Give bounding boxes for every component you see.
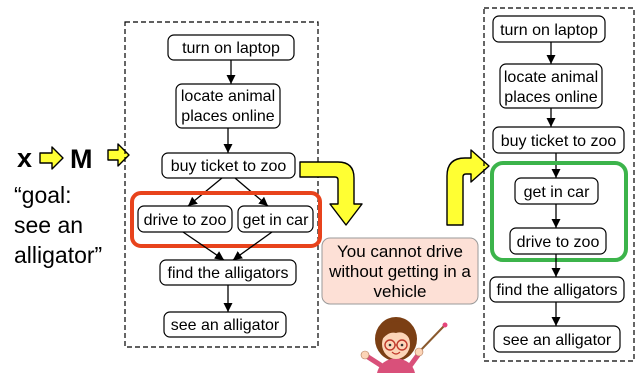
revised-plan: turn on laptop locate animal places onli…: [483, 7, 635, 362]
original-plan-frame: [124, 21, 319, 348]
step-see-alligator: see an alligator: [163, 311, 287, 338]
step-get-in-car: get in car: [514, 177, 599, 205]
step-box: [163, 311, 287, 338]
original-plan: turn on laptop locate animal places onli…: [124, 21, 322, 348]
step-label: places online: [181, 108, 275, 125]
step-box: [489, 276, 625, 303]
pointer-tip: [442, 322, 448, 328]
step-locate-animal-places: locate animal places online: [499, 63, 603, 109]
teacher-pointing-icon: [360, 317, 448, 373]
step-label: find the alligators: [497, 282, 618, 299]
goal-line: see an: [14, 212, 83, 238]
fix-highlight: [490, 161, 628, 262]
step-box: [492, 15, 606, 43]
yellow-arrow-icon: [39, 146, 64, 170]
step-box: [137, 205, 233, 233]
step-buy-ticket: buy ticket to zoo: [492, 126, 625, 154]
input-row: x M: [17, 143, 130, 174]
feedback-line: vehicle: [374, 282, 427, 301]
step-label: turn on laptop: [182, 40, 280, 57]
revised-plan-frame: [483, 7, 635, 362]
error-highlight: [130, 191, 322, 248]
step-label: see an alligator: [503, 332, 612, 349]
step-see-alligator: see an alligator: [493, 325, 621, 353]
teacher-right-hand: [414, 347, 424, 357]
teacher-mouth: [391, 351, 401, 355]
feedback-box: You cannot drive without getting in a ve…: [321, 237, 479, 305]
teacher-body: [377, 358, 415, 373]
goal-text: “goal: see an alligator”: [14, 182, 102, 268]
step-get-in-car: get in car: [237, 205, 314, 233]
step-label: see an alligator: [171, 317, 280, 334]
step-label: locate animal: [181, 88, 275, 105]
step-turn-on-laptop: turn on laptop: [492, 15, 606, 43]
step-turn-on-laptop: turn on laptop: [167, 34, 295, 61]
step-label: drive to zoo: [517, 234, 600, 251]
step-find-alligators: find the alligators: [489, 276, 625, 303]
pointer-stick: [418, 325, 445, 353]
teacher-bangs: [381, 321, 412, 341]
step-label: get in car: [243, 212, 309, 229]
step-label: get in car: [524, 184, 590, 201]
step-label: buy ticket to zoo: [501, 133, 617, 150]
teacher-eye: [388, 343, 392, 347]
step-drive-to-zoo: drive to zoo: [509, 227, 607, 255]
teacher-face: [382, 329, 410, 359]
feedback-line: You cannot drive: [337, 242, 463, 261]
m-label: M: [70, 144, 93, 174]
bent-arrow-right-icon: [446, 149, 490, 226]
step-label: locate animal: [504, 69, 598, 86]
teacher-right-arm: [407, 352, 421, 369]
teacher-left-arm: [365, 354, 385, 369]
bent-arrow-down-icon: [299, 161, 363, 226]
step-find-alligators: find the alligators: [159, 259, 297, 286]
step-box: [493, 325, 621, 353]
feedback-bubble: [321, 237, 479, 305]
step-box: [509, 227, 607, 255]
flow-arrow: [182, 231, 225, 261]
goal-line: alligator”: [14, 242, 102, 268]
step-box: [492, 126, 625, 154]
step-locate-animal-places: locate animal places online: [175, 83, 281, 129]
step-box: [237, 205, 314, 233]
step-buy-ticket: buy ticket to zoo: [161, 152, 296, 179]
goal-line: “goal:: [14, 182, 72, 208]
step-label: find the alligators: [168, 265, 289, 282]
step-label: drive to zoo: [144, 212, 227, 229]
flow-arrow: [232, 231, 273, 261]
step-drive-to-zoo: drive to zoo: [137, 205, 233, 233]
teacher-left-hand: [360, 350, 370, 360]
x-label: x: [17, 143, 32, 173]
step-label: places online: [504, 89, 598, 106]
feedback-line: without getting in a: [328, 262, 471, 281]
yellow-arrow-icon: [107, 143, 130, 167]
teacher-eye: [400, 343, 404, 347]
step-box: [161, 152, 296, 179]
step-label: turn on laptop: [500, 22, 598, 39]
step-label: buy ticket to zoo: [171, 158, 287, 175]
